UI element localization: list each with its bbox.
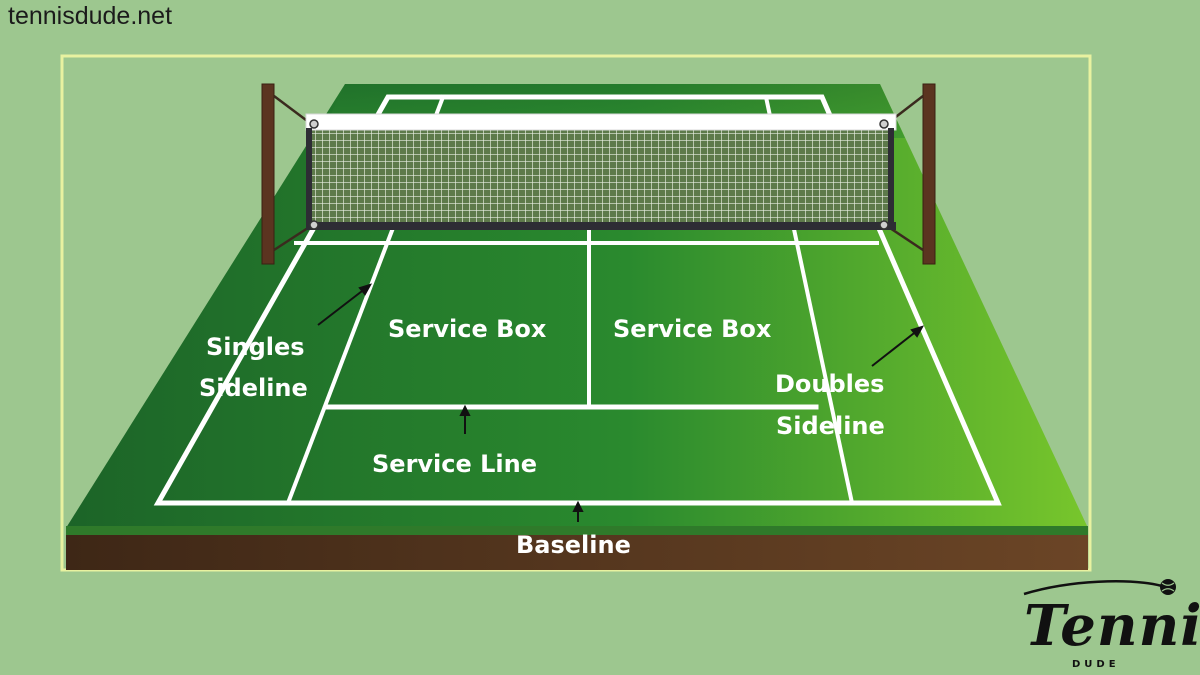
doubles-outline [153,94,1002,506]
court-lines [153,94,1002,506]
net-post-right [922,83,936,265]
net-tape [305,113,897,131]
logo-subtitle: DUDE [1072,659,1120,670]
logo-name: Tennis [1024,593,1200,659]
arrow-singles-sideline [317,287,367,326]
logo-swoosh [1023,580,1163,596]
grass-edge [66,526,1088,535]
label-service-line: Service Line [372,450,537,478]
net-rings [309,119,889,230]
label-doubles-sideline-2: Sideline [776,412,885,440]
net-side-right [888,128,894,228]
net-bottom [306,222,896,230]
label-service-box-right: Service Box [613,315,772,343]
label-singles-sideline-1: Singles [206,333,305,361]
net-post-left [261,83,275,265]
annotation-arrows [317,283,925,522]
tennis-ball-icon [1160,579,1176,595]
tennis-dude-logo [1023,579,1176,596]
net-side-left [306,128,312,228]
arrow-doubles-sideline [871,329,919,367]
label-service-box-left: Service Box [388,315,547,343]
label-singles-sideline-2: Sideline [199,374,308,402]
site-url: tennisdude.net [8,2,173,30]
label-baseline: Baseline [516,531,631,559]
net-mesh [310,124,890,226]
soil-base [66,534,1088,570]
label-doubles-sideline-1: Doubles [775,370,884,398]
